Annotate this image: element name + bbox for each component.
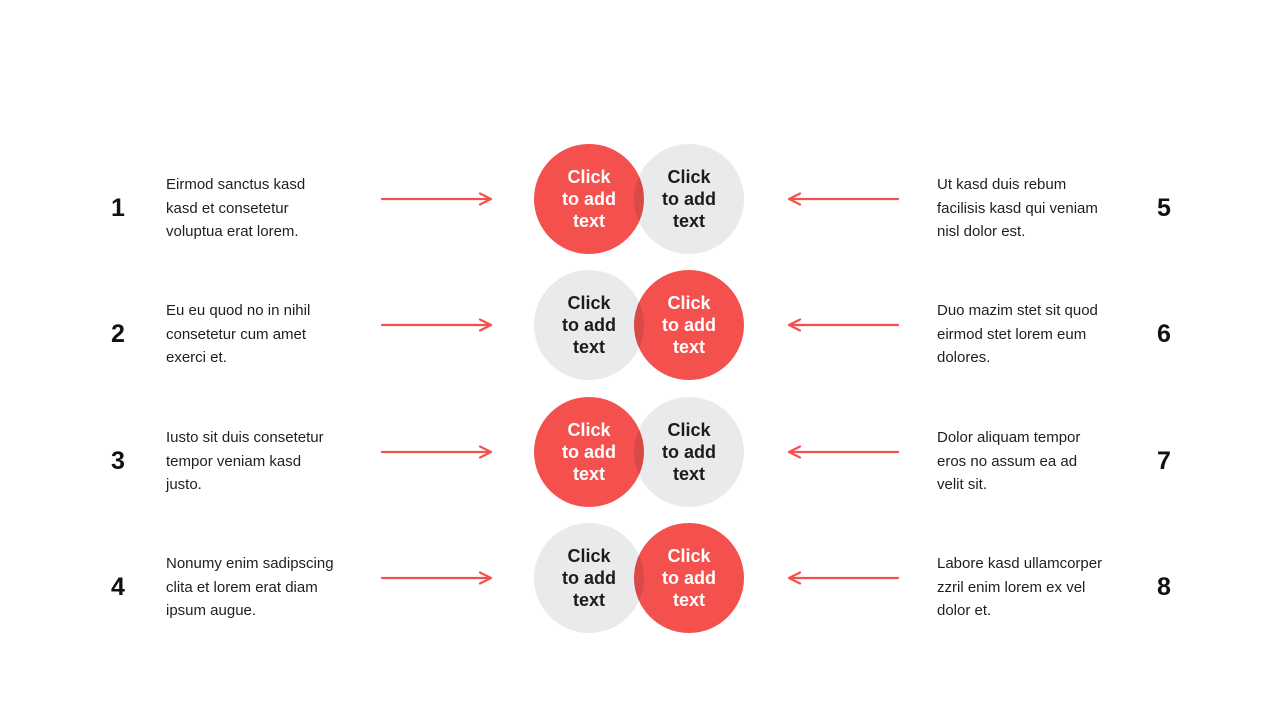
circle-red-placeholder[interactable]: Click to add text <box>634 523 744 633</box>
item-number-5: 5 <box>1157 194 1171 222</box>
item-number-6: 6 <box>1157 320 1171 348</box>
circle-label: Click to add text <box>562 546 616 610</box>
item-text-7: Dolor aliquam tempor eros no assum ea ad… <box>937 428 1081 493</box>
arrow-right-icon <box>380 191 494 207</box>
circle-red-placeholder[interactable]: Click to add text <box>534 397 644 507</box>
item-text-5: Ut kasd duis rebum facilisis kasd qui ve… <box>937 175 1098 240</box>
diagram-row-3: 3 Iusto sit duis consetetur tempor venia… <box>0 397 1280 507</box>
item-number-4: 4 <box>111 573 125 601</box>
item-number-7: 7 <box>1157 447 1171 475</box>
circle-red-placeholder[interactable]: Click to add text <box>634 270 744 380</box>
item-text-4: Nonumy enim sadipscing clita et lorem er… <box>166 554 334 619</box>
circle-label: Click to add text <box>662 167 716 231</box>
item-text-1: Eirmod sanctus kasd kasd et consetetur v… <box>166 175 306 240</box>
item-text-6: Duo mazim stet sit quod eirmod stet lore… <box>937 301 1098 366</box>
circle-label: Click to add text <box>662 293 716 357</box>
item-number-1: 1 <box>111 194 125 222</box>
arrow-left-icon <box>786 191 900 207</box>
arrow-right-icon <box>380 570 494 586</box>
circle-gray-placeholder[interactable]: Click to add text <box>534 270 644 380</box>
item-number-2: 2 <box>111 320 125 348</box>
arrow-left-icon <box>786 317 900 333</box>
arrow-right-icon <box>380 317 494 333</box>
arrow-right-icon <box>380 444 494 460</box>
diagram-row-1: 1 Eirmod sanctus kasd kasd et consetetur… <box>0 144 1280 254</box>
diagram-row-2: 2 Eu eu quod no in nihil consetetur cum … <box>0 270 1280 380</box>
circle-label: Click to add text <box>662 546 716 610</box>
circle-label: Click to add text <box>562 420 616 484</box>
circle-label: Click to add text <box>562 167 616 231</box>
arrow-left-icon <box>786 570 900 586</box>
item-text-3: Iusto sit duis consetetur tempor veniam … <box>166 428 324 493</box>
circle-gray-placeholder[interactable]: Click to add text <box>634 397 744 507</box>
item-number-3: 3 <box>111 447 125 475</box>
circle-label: Click to add text <box>562 293 616 357</box>
circle-gray-placeholder[interactable]: Click to add text <box>634 144 744 254</box>
item-text-8: Labore kasd ullamcorper zzril enim lorem… <box>937 554 1103 619</box>
circle-label: Click to add text <box>662 420 716 484</box>
item-text-2: Eu eu quod no in nihil consetetur cum am… <box>166 301 311 366</box>
circle-gray-placeholder[interactable]: Click to add text <box>534 523 644 633</box>
item-number-8: 8 <box>1157 573 1171 601</box>
circle-red-placeholder[interactable]: Click to add text <box>534 144 644 254</box>
diagram-row-4: 4 Nonumy enim sadipscing clita et lorem … <box>0 523 1280 633</box>
arrow-left-icon <box>786 444 900 460</box>
